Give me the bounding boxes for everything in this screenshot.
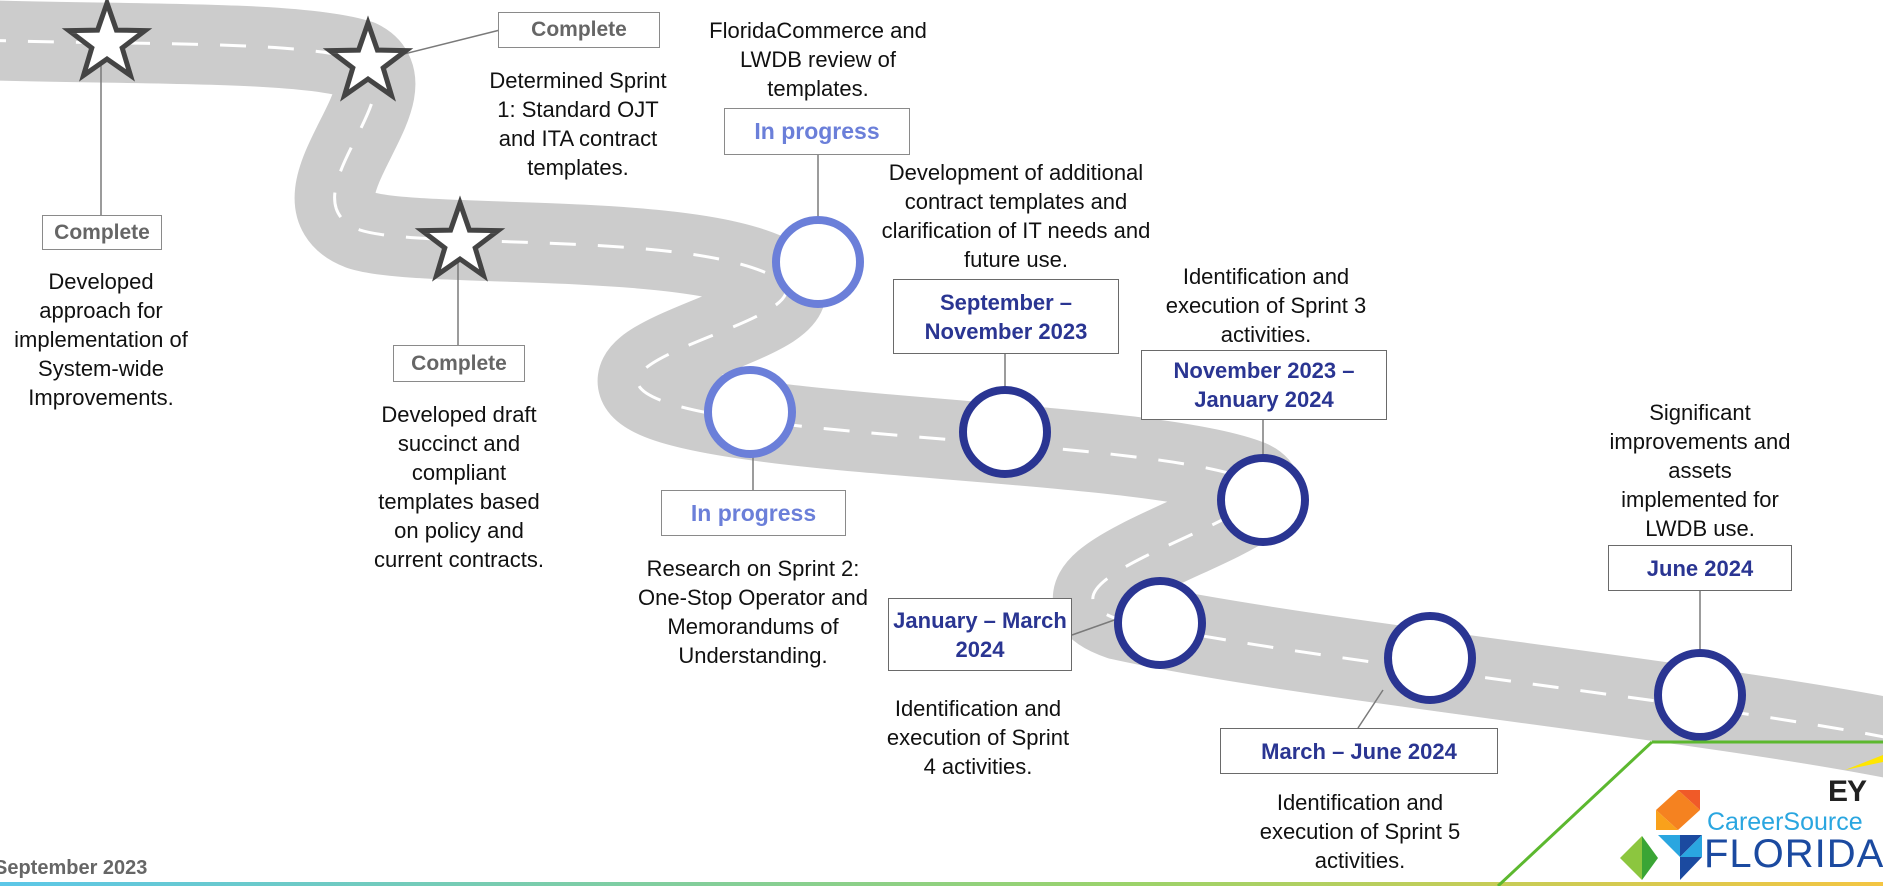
milestone-circle: [1654, 649, 1746, 741]
connector-lines: [100, 29, 1701, 729]
milestone-circle: [1114, 577, 1206, 669]
milestone-description: Significant improvements and assets impl…: [1609, 400, 1791, 541]
footer-date: September 2023: [0, 857, 148, 879]
date-box: March – June 2024: [1220, 728, 1498, 774]
connector-line: [1071, 617, 1121, 636]
status-box-complete: Complete: [42, 215, 162, 250]
connector-line: [1357, 689, 1384, 729]
date-box: November 2023 – January 2024: [1141, 350, 1387, 420]
date-box: June 2024: [1608, 545, 1792, 591]
milestone-description: Research on Sprint 2: One-Stop Operator …: [638, 556, 868, 668]
milestone-description: Identification and execution of Sprint 3…: [1165, 264, 1367, 347]
ey-logo: EY: [1828, 775, 1867, 808]
status-box-complete: Complete: [393, 345, 525, 382]
star-icon: [61, 0, 153, 82]
green-accent-line: [1496, 740, 1654, 886]
careersource-logo-text: CareerSource: [1707, 808, 1863, 836]
status-box-in-progress: In progress: [724, 108, 910, 155]
ey-yellow-beam: [1845, 755, 1883, 770]
milestone-circle: [772, 216, 864, 308]
star-icon: [414, 195, 506, 282]
florida-logo-text: FLORIDA: [1704, 832, 1883, 876]
milestone-circle: [959, 386, 1051, 478]
careersource-mark: [1620, 790, 1702, 880]
milestone-description: FloridaCommerce and LWDB review of templ…: [709, 18, 927, 101]
milestone-description: Developed approach for implementation of…: [14, 269, 188, 410]
milestone-description: Determined Sprint 1: Standard OJT and IT…: [489, 68, 667, 180]
milestone-circle: [1384, 612, 1476, 704]
milestone-description: Identification and execution of Sprint 4…: [886, 696, 1070, 779]
footer-rule: [0, 882, 1883, 886]
date-box: September – November 2023: [893, 279, 1119, 354]
milestone-description: Developed draft succinct and compliant t…: [374, 402, 544, 572]
status-box-in-progress: In progress: [661, 490, 846, 536]
road-center-line: [0, 39, 1883, 739]
milestone-circle: [704, 366, 796, 458]
milestone-description: Identification and execution of Sprint 5…: [1259, 790, 1461, 873]
status-box-complete: Complete: [498, 12, 660, 48]
star-icon: [322, 15, 414, 102]
date-box: January – March 2024: [888, 598, 1072, 671]
milestone-description: Development of additional contract templ…: [881, 160, 1151, 272]
milestone-circle: [1217, 454, 1309, 546]
